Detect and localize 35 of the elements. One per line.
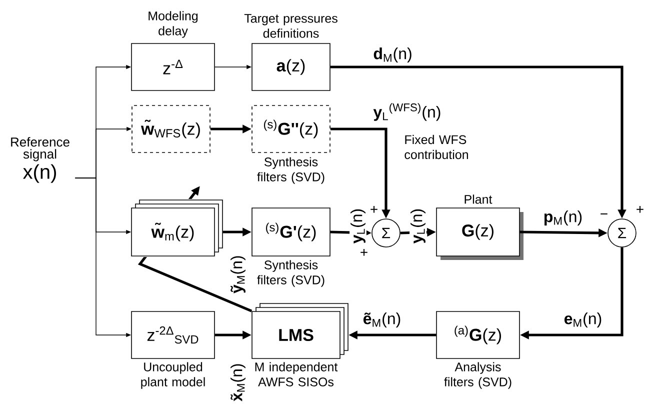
- edge-label: y$_{L}$(n): [410, 207, 426, 245]
- filter-box: $^{(a)}$G(z): [436, 311, 520, 359]
- edge-label: x̃$_{M}$(n): [230, 362, 246, 402]
- node-label: Synthesis filters (SVD): [257, 260, 324, 287]
- edge-label: y$_{L}$$^{(WFS)}$(n): [372, 102, 442, 122]
- node-label: Uncoupled plant model: [141, 362, 205, 389]
- edge-label: d$_{M}$(n): [372, 46, 414, 64]
- signal-label: Reference signal x(n): [11, 137, 70, 183]
- edge-label: ẽ$_{M}$(n): [362, 312, 402, 328]
- node-label: Analysis filters (SVD): [444, 362, 512, 389]
- note: Fixed WFS contribution: [404, 134, 468, 160]
- plant-box: G(z): [436, 208, 524, 260]
- node-label: M independent AWFS SISOs: [255, 362, 338, 386]
- summing-junction: Σ: [608, 218, 636, 248]
- filter-box: z$^{-Δ}$: [131, 43, 215, 91]
- filter-box: w̃$_{WFS}$(z): [132, 105, 210, 153]
- sign-label: +: [360, 248, 368, 256]
- sign-label: −: [600, 213, 608, 214]
- edge-label: p$_{M}$(n): [542, 210, 584, 226]
- edge-label: ỹ$_{M}$(n): [230, 254, 246, 294]
- sign-label: +: [370, 206, 378, 213]
- sign-label: +: [636, 206, 644, 213]
- filter-box: a(z): [252, 43, 330, 91]
- node-label: Plant: [464, 194, 492, 204]
- stacked-filter-box: w̃$_{m}$(z): [131, 200, 223, 256]
- node-label: Target pressures definitions: [244, 14, 338, 38]
- edge-label: e$_{M}$(n): [562, 312, 604, 328]
- node-label: Synthesis filters (SVD): [257, 157, 324, 184]
- stacked-filter-box: LMS: [252, 303, 348, 359]
- node-label: Modeling delay: [148, 11, 198, 38]
- summing-junction: Σ: [372, 218, 400, 248]
- filter-box: $^{(s)}$G''(z): [252, 105, 330, 153]
- edge-label: y$_{L}$(n): [350, 207, 366, 245]
- filter-box: z$^{-2Δ}$SVD: [131, 311, 215, 359]
- filter-box: $^{(s)}$G'(z): [252, 208, 330, 256]
